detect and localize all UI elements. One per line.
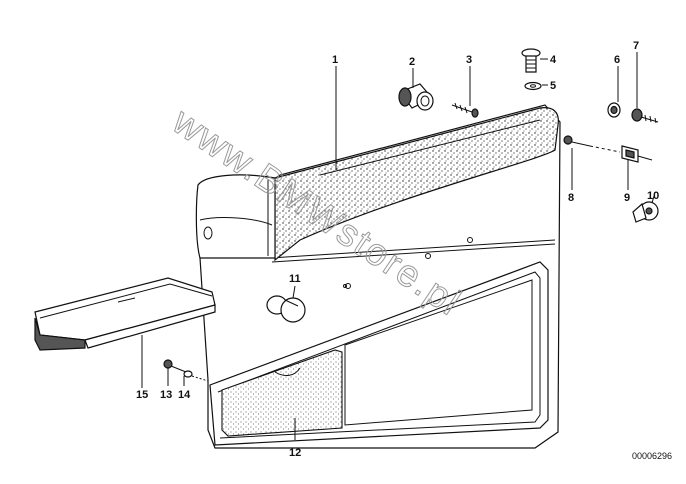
bracket-part-9 <box>621 145 653 163</box>
front-end-block <box>195 174 276 259</box>
plug-part-11 <box>266 295 306 323</box>
callout-13: 13 <box>160 389 172 401</box>
callout-7: 7 <box>633 40 639 52</box>
cap-part-10 <box>632 201 659 223</box>
washer-part-14 <box>183 370 209 382</box>
callout-5: 5 <box>550 80 556 92</box>
callout-2: 2 <box>409 56 415 68</box>
callout-10: 10 <box>647 190 659 202</box>
callout-6: 6 <box>614 54 620 66</box>
clip-part-4 <box>521 48 541 73</box>
nut-part-6 <box>607 102 621 118</box>
armrest <box>34 277 216 351</box>
leader-lines <box>141 52 655 440</box>
screw-part-8 <box>563 135 621 153</box>
callout-12: 12 <box>289 447 301 459</box>
screw-part-13 <box>163 359 187 373</box>
callout-1: 1 <box>332 54 338 66</box>
callout-4: 4 <box>550 54 557 66</box>
callout-8: 8 <box>568 192 574 204</box>
callout-15: 15 <box>136 389 148 401</box>
callout-11: 11 <box>289 273 301 285</box>
callout-9: 9 <box>624 192 630 204</box>
bushing-part-2 <box>398 83 434 111</box>
callout-14: 14 <box>178 389 191 401</box>
map-pocket-frame <box>209 261 549 446</box>
screw-part-7 <box>631 108 659 124</box>
upper-trim-pad <box>274 107 559 262</box>
screw-part-3 <box>451 102 479 118</box>
diagram-code: 00006296 <box>632 451 672 461</box>
washer-part-5 <box>524 81 542 91</box>
callout-3: 3 <box>466 54 472 66</box>
